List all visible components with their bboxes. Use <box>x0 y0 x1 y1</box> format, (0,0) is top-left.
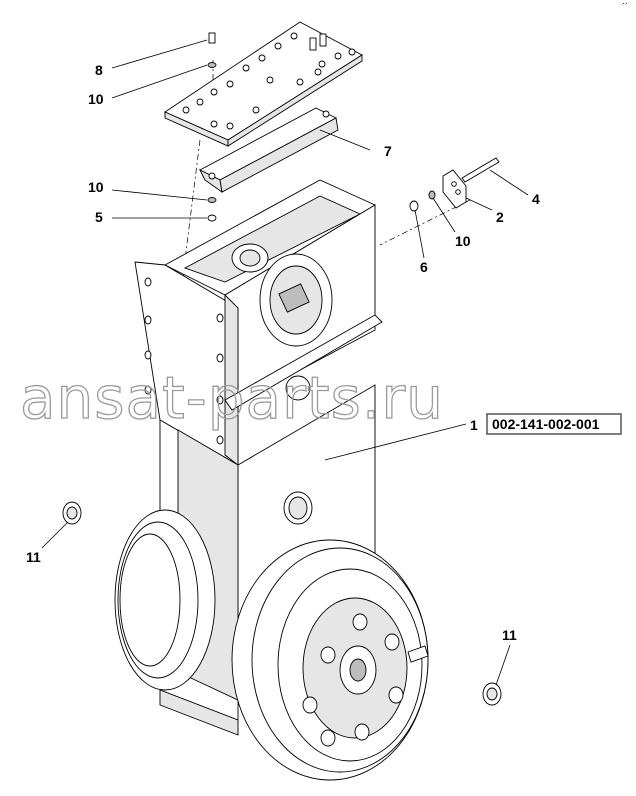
callout-2: 2 <box>496 209 504 225</box>
callout-10-top: 10 <box>88 91 104 107</box>
leader-lines <box>41 39 529 686</box>
callout-4: 4 <box>532 191 540 207</box>
corner-mark: ´´ <box>622 2 628 12</box>
top-cover-plate <box>164 21 363 147</box>
plate-bolts <box>182 32 356 130</box>
watermark-text: ansat-parts.ru <box>20 364 444 432</box>
nut-5-icon <box>207 214 217 222</box>
washer-10-right-icon <box>428 190 436 200</box>
nut-6-icon <box>409 200 419 212</box>
callout-11-right: 11 <box>502 627 517 643</box>
part-number: 002-141-002-001 <box>492 416 600 432</box>
rear-drum <box>114 509 216 691</box>
callout-6: 6 <box>420 259 428 275</box>
hub-studs <box>302 613 404 747</box>
front-drum <box>231 539 429 781</box>
callout-7: 7 <box>384 143 392 159</box>
washer-10-mid-icon <box>207 197 217 203</box>
callout-10-right: 10 <box>455 233 471 249</box>
support-bracket <box>198 107 339 193</box>
washer-10-top-icon <box>207 62 217 68</box>
callouts: 8 10 7 10 5 4 2 10 6 1 11 11 <box>26 62 540 643</box>
callout-11-left: 11 <box>26 549 41 565</box>
part-number-box: 002-141-002-001 <box>486 413 622 435</box>
callout-8: 8 <box>95 62 103 78</box>
stud-bolt-icon <box>407 645 429 663</box>
gearbox-housing <box>134 179 383 466</box>
left-hardware-stack <box>207 32 217 222</box>
bolt-8-icon <box>208 32 216 44</box>
callout-1: 1 <box>470 417 478 433</box>
flange-holes <box>144 277 224 445</box>
clip-2-icon <box>442 169 467 209</box>
bolt-4-icon <box>461 157 500 183</box>
right-hardware <box>409 157 500 212</box>
callout-5: 5 <box>95 209 103 225</box>
callout-10-mid: 10 <box>88 179 104 195</box>
